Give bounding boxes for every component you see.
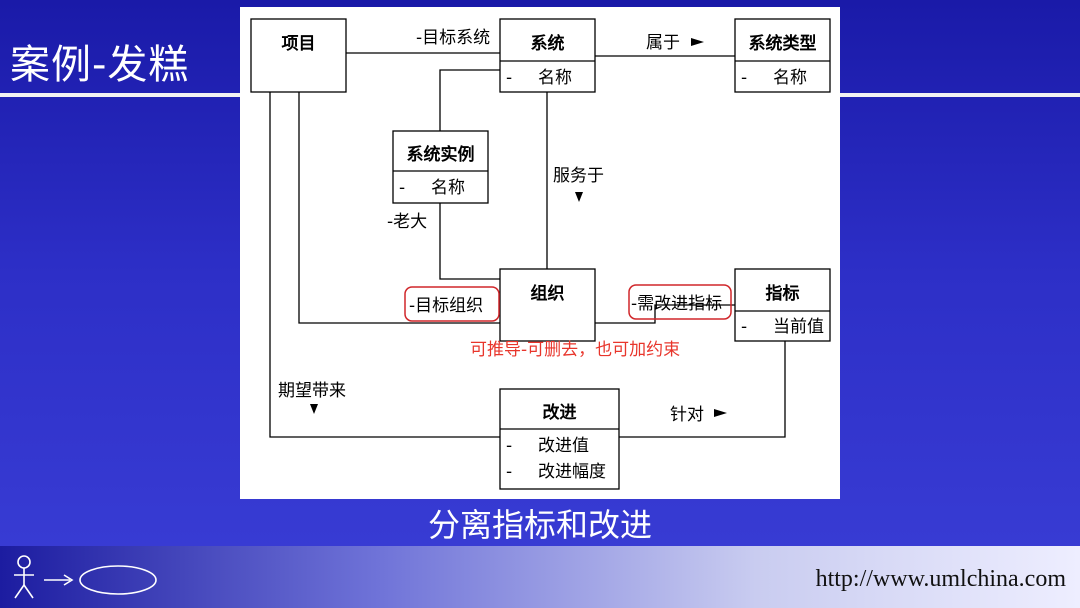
- assoc-project-organization: [298, 92, 500, 324]
- label-targets: 针对: [670, 405, 704, 425]
- highlight-needs-improve-indicator: [628, 284, 732, 320]
- label-expected-bring: 期望带来: [278, 381, 346, 401]
- label-serves: 服务于: [553, 166, 604, 186]
- label-boss: -老大: [387, 212, 427, 232]
- class-system-type: 系统类型 - 名称: [734, 18, 831, 93]
- svg-text:-: -: [506, 436, 512, 456]
- class-system: 系统 - 名称: [499, 18, 596, 93]
- class-system-instance-attr: 名称: [431, 178, 465, 198]
- slide-title: 案例-发糕: [10, 42, 190, 88]
- class-system-attr: 名称: [538, 68, 572, 88]
- class-project-name: 项目: [282, 34, 316, 54]
- class-indicator: 指标 - 当前值: [734, 268, 831, 342]
- label-target-org: -目标组织: [409, 296, 483, 316]
- class-system-instance-name: 系统实例: [407, 144, 475, 165]
- footer-bar: http://www.umlchina.com: [0, 546, 1080, 608]
- footer-url[interactable]: http://www.umlchina.com: [815, 566, 1066, 592]
- label-needs-improve-indicator: -需改进指标: [631, 294, 722, 314]
- svg-text:-: -: [399, 178, 405, 198]
- svg-text:-: -: [506, 462, 512, 482]
- right-triangle-arrow-icon: [691, 38, 704, 46]
- derivation-note: 可推导-可删去，也可加约束: [470, 340, 680, 360]
- class-project: 项目: [250, 18, 347, 93]
- label-target-system: -目标系统: [416, 28, 490, 48]
- class-improvement: 改进 - 改进值 - 改进幅度: [499, 388, 620, 490]
- actor-usecase-icon: [14, 555, 157, 599]
- class-organization-name: 组织: [531, 283, 565, 304]
- class-system-instance: 系统实例 - 名称: [392, 130, 489, 204]
- class-indicator-name: 指标: [766, 283, 800, 304]
- class-improvement-attr-1: 改进值: [538, 436, 589, 456]
- label-belongs-to: 属于: [646, 33, 680, 53]
- class-system-type-name: 系统类型: [749, 33, 817, 54]
- svg-text:-: -: [506, 68, 512, 88]
- class-organization: 组织: [499, 268, 596, 342]
- svg-text:-: -: [741, 68, 747, 88]
- svg-text:-: -: [741, 317, 747, 337]
- assoc-system-systeminstance: [439, 69, 500, 131]
- assoc-project-improvement: [269, 92, 500, 438]
- class-diagram: 项目 系统 - 名称 系统类型 - 名称 系统实例 - 名称: [240, 7, 840, 499]
- assoc-organization-indicator: [595, 304, 735, 324]
- highlight-target-org: [404, 286, 500, 322]
- down-triangle-arrow-icon: [310, 404, 318, 414]
- right-triangle-arrow-icon: [714, 409, 727, 417]
- class-system-name: 系统: [531, 33, 565, 54]
- down-triangle-arrow-icon: [575, 192, 583, 202]
- assoc-improvement-indicator: [619, 341, 786, 438]
- class-improvement-attr-2: 改进幅度: [538, 462, 606, 482]
- class-indicator-attr: 当前值: [773, 317, 824, 337]
- slide-caption: 分离指标和改进: [427, 506, 652, 544]
- class-improvement-name: 改进: [543, 402, 577, 423]
- class-system-type-attr: 名称: [773, 68, 807, 88]
- assoc-systeminstance-organization: [439, 203, 500, 280]
